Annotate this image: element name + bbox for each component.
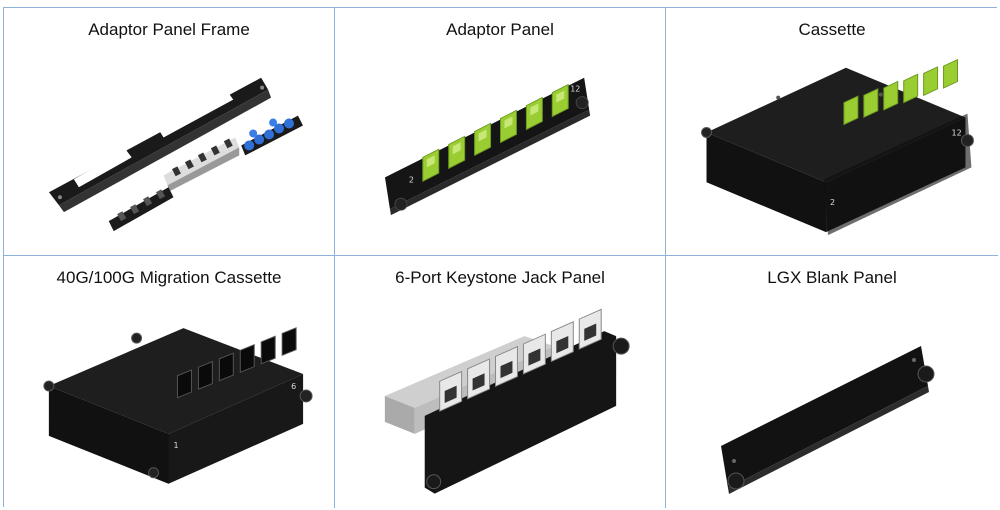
product-title: 40G/100G Migration Cassette bbox=[56, 268, 282, 287]
adaptor-panel-frame-image bbox=[48, 77, 303, 232]
product-cell-cassette: Cassette 2 12 bbox=[666, 8, 998, 256]
lgx-blank-panel-image bbox=[721, 346, 935, 494]
port-label-last: 12 bbox=[570, 85, 580, 94]
product-title: 6-Port Keystone Jack Panel bbox=[395, 268, 605, 287]
lime-adaptor-row bbox=[843, 58, 958, 126]
product-cell-keystone-jack-panel: 6-Port Keystone Jack Panel bbox=[335, 256, 666, 508]
lime-adaptor-row bbox=[422, 83, 569, 183]
product-cell-adaptor-panel: Adaptor Panel 2 12 bbox=[335, 8, 666, 256]
product-grid: Adaptor Panel Frame bbox=[3, 7, 998, 508]
frame-bar bbox=[48, 77, 272, 213]
product-title: Adaptor Panel bbox=[446, 20, 554, 39]
white-adaptor-strip bbox=[163, 137, 240, 192]
migration-cassette-image: 1 6 bbox=[43, 327, 313, 484]
port-label-first: 2 bbox=[830, 198, 835, 207]
mpo-port-row bbox=[176, 327, 297, 399]
product-title: Cassette bbox=[798, 20, 866, 39]
port-label-last: 12 bbox=[952, 128, 962, 137]
port-label-last: 6 bbox=[291, 382, 296, 391]
product-title: LGX Blank Panel bbox=[767, 268, 897, 287]
blue-adaptor-strip bbox=[241, 115, 303, 156]
port-label-first: 1 bbox=[173, 441, 178, 450]
product-cell-migration-cassette: 40G/100G Migration Cassette 1 6 bbox=[4, 256, 335, 508]
black-adaptor-strip bbox=[108, 187, 174, 232]
keystone-jack-row bbox=[439, 308, 602, 412]
product-title: Adaptor Panel Frame bbox=[88, 20, 250, 39]
cassette-image: 2 12 bbox=[701, 58, 974, 236]
product-cell-lgx-blank-panel: LGX Blank Panel bbox=[666, 256, 998, 508]
product-cell-adaptor-panel-frame: Adaptor Panel Frame bbox=[4, 8, 335, 256]
port-label-first: 2 bbox=[409, 175, 414, 184]
adaptor-panel-image: 2 12 bbox=[384, 77, 591, 216]
keystone-jack-panel-image bbox=[384, 308, 630, 494]
